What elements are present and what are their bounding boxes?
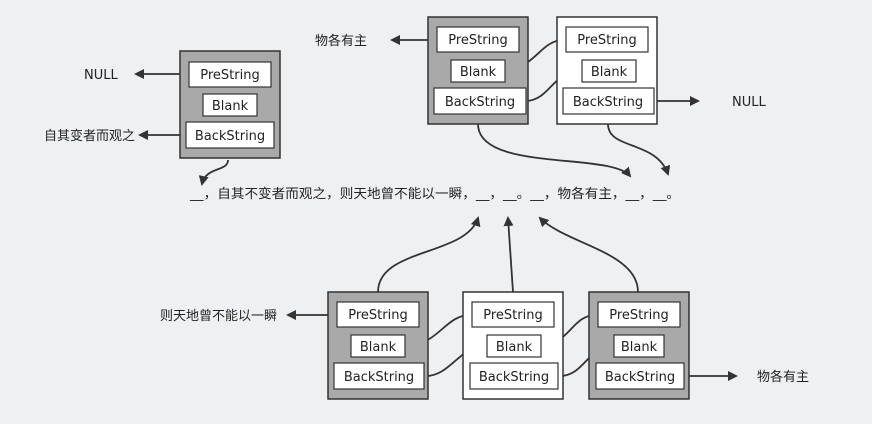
node-3-blank bbox=[581, 59, 637, 83]
node-5-blank bbox=[486, 334, 542, 358]
node-3-prestring-label: PreString bbox=[577, 33, 636, 48]
node-6-blank-label: Blank bbox=[621, 340, 658, 355]
edge-n4-up bbox=[377, 216, 481, 293]
node-2: PreString Blank BackString bbox=[427, 16, 529, 125]
node-1-blank-label: Blank bbox=[212, 99, 249, 114]
node-6: PreString Blank BackString bbox=[588, 291, 690, 400]
edge-n3-down bbox=[607, 123, 671, 176]
label-ze-tiandi: 则天地曾不能以一瞬 bbox=[160, 309, 277, 324]
node-6-prestring bbox=[597, 301, 681, 328]
node-1-prestring-label: PreString bbox=[200, 68, 259, 83]
edge-n5-up bbox=[503, 216, 514, 293]
edge-n1-down bbox=[198, 159, 229, 186]
label-wu-ge-bottom: 物各有主 bbox=[757, 369, 809, 385]
node-3-blank-label: Blank bbox=[591, 65, 628, 80]
node-2-prestring-label: PreString bbox=[448, 33, 507, 48]
node-6-backstring bbox=[595, 362, 685, 390]
node-4-blank-label: Blank bbox=[360, 340, 397, 355]
edge-n6-up bbox=[538, 216, 639, 293]
node-2-blank-label: Blank bbox=[460, 65, 497, 80]
node-5-backstring bbox=[469, 362, 559, 390]
node-5-backstring-label: BackString bbox=[479, 370, 549, 385]
node-4-blank bbox=[350, 334, 406, 358]
node-2-backstring bbox=[433, 87, 527, 115]
sentence-text: __，自其不变者而观之，则天地曾不能以一瞬，__，__。__，物各有主，__，_… bbox=[189, 186, 680, 202]
node-6-blank bbox=[613, 334, 665, 358]
node-3-prestring bbox=[565, 26, 649, 53]
node-4-prestring-label: PreString bbox=[348, 308, 407, 323]
node-2-backstring-label: BackString bbox=[445, 95, 515, 110]
node-4-prestring bbox=[336, 301, 420, 328]
node-2-blank bbox=[450, 59, 506, 83]
node-1: PreString Blank BackString bbox=[179, 50, 281, 159]
node-4-backstring-label: BackString bbox=[344, 370, 414, 385]
node-6-prestring-label: PreString bbox=[609, 308, 668, 323]
node-3-backstring bbox=[562, 87, 655, 115]
node-5-prestring bbox=[471, 301, 555, 328]
node-6-backstring-label: BackString bbox=[605, 370, 675, 385]
node-4-backstring bbox=[333, 362, 425, 390]
label-null-left: NULL bbox=[84, 68, 118, 83]
node-2-prestring bbox=[436, 26, 520, 53]
node-1-backstring bbox=[185, 121, 275, 149]
edge-n2-down bbox=[477, 123, 632, 178]
label-zi-qi: 自其变者而观之 bbox=[44, 128, 135, 144]
node-4: PreString Blank BackString bbox=[327, 291, 429, 400]
node-5: PreString Blank BackString bbox=[462, 291, 564, 400]
label-null-right: NULL bbox=[732, 95, 766, 110]
node-5-blank-label: Blank bbox=[496, 340, 533, 355]
label-wu-ge-top: 物各有主 bbox=[315, 33, 367, 49]
node-3-backstring-label: BackString bbox=[573, 95, 643, 110]
node-5-prestring-label: PreString bbox=[483, 308, 542, 323]
node-3: PreString Blank BackString bbox=[556, 16, 658, 125]
node-1-backstring-label: BackString bbox=[195, 129, 265, 144]
node-1-blank bbox=[202, 93, 258, 117]
node-1-prestring bbox=[188, 61, 272, 88]
